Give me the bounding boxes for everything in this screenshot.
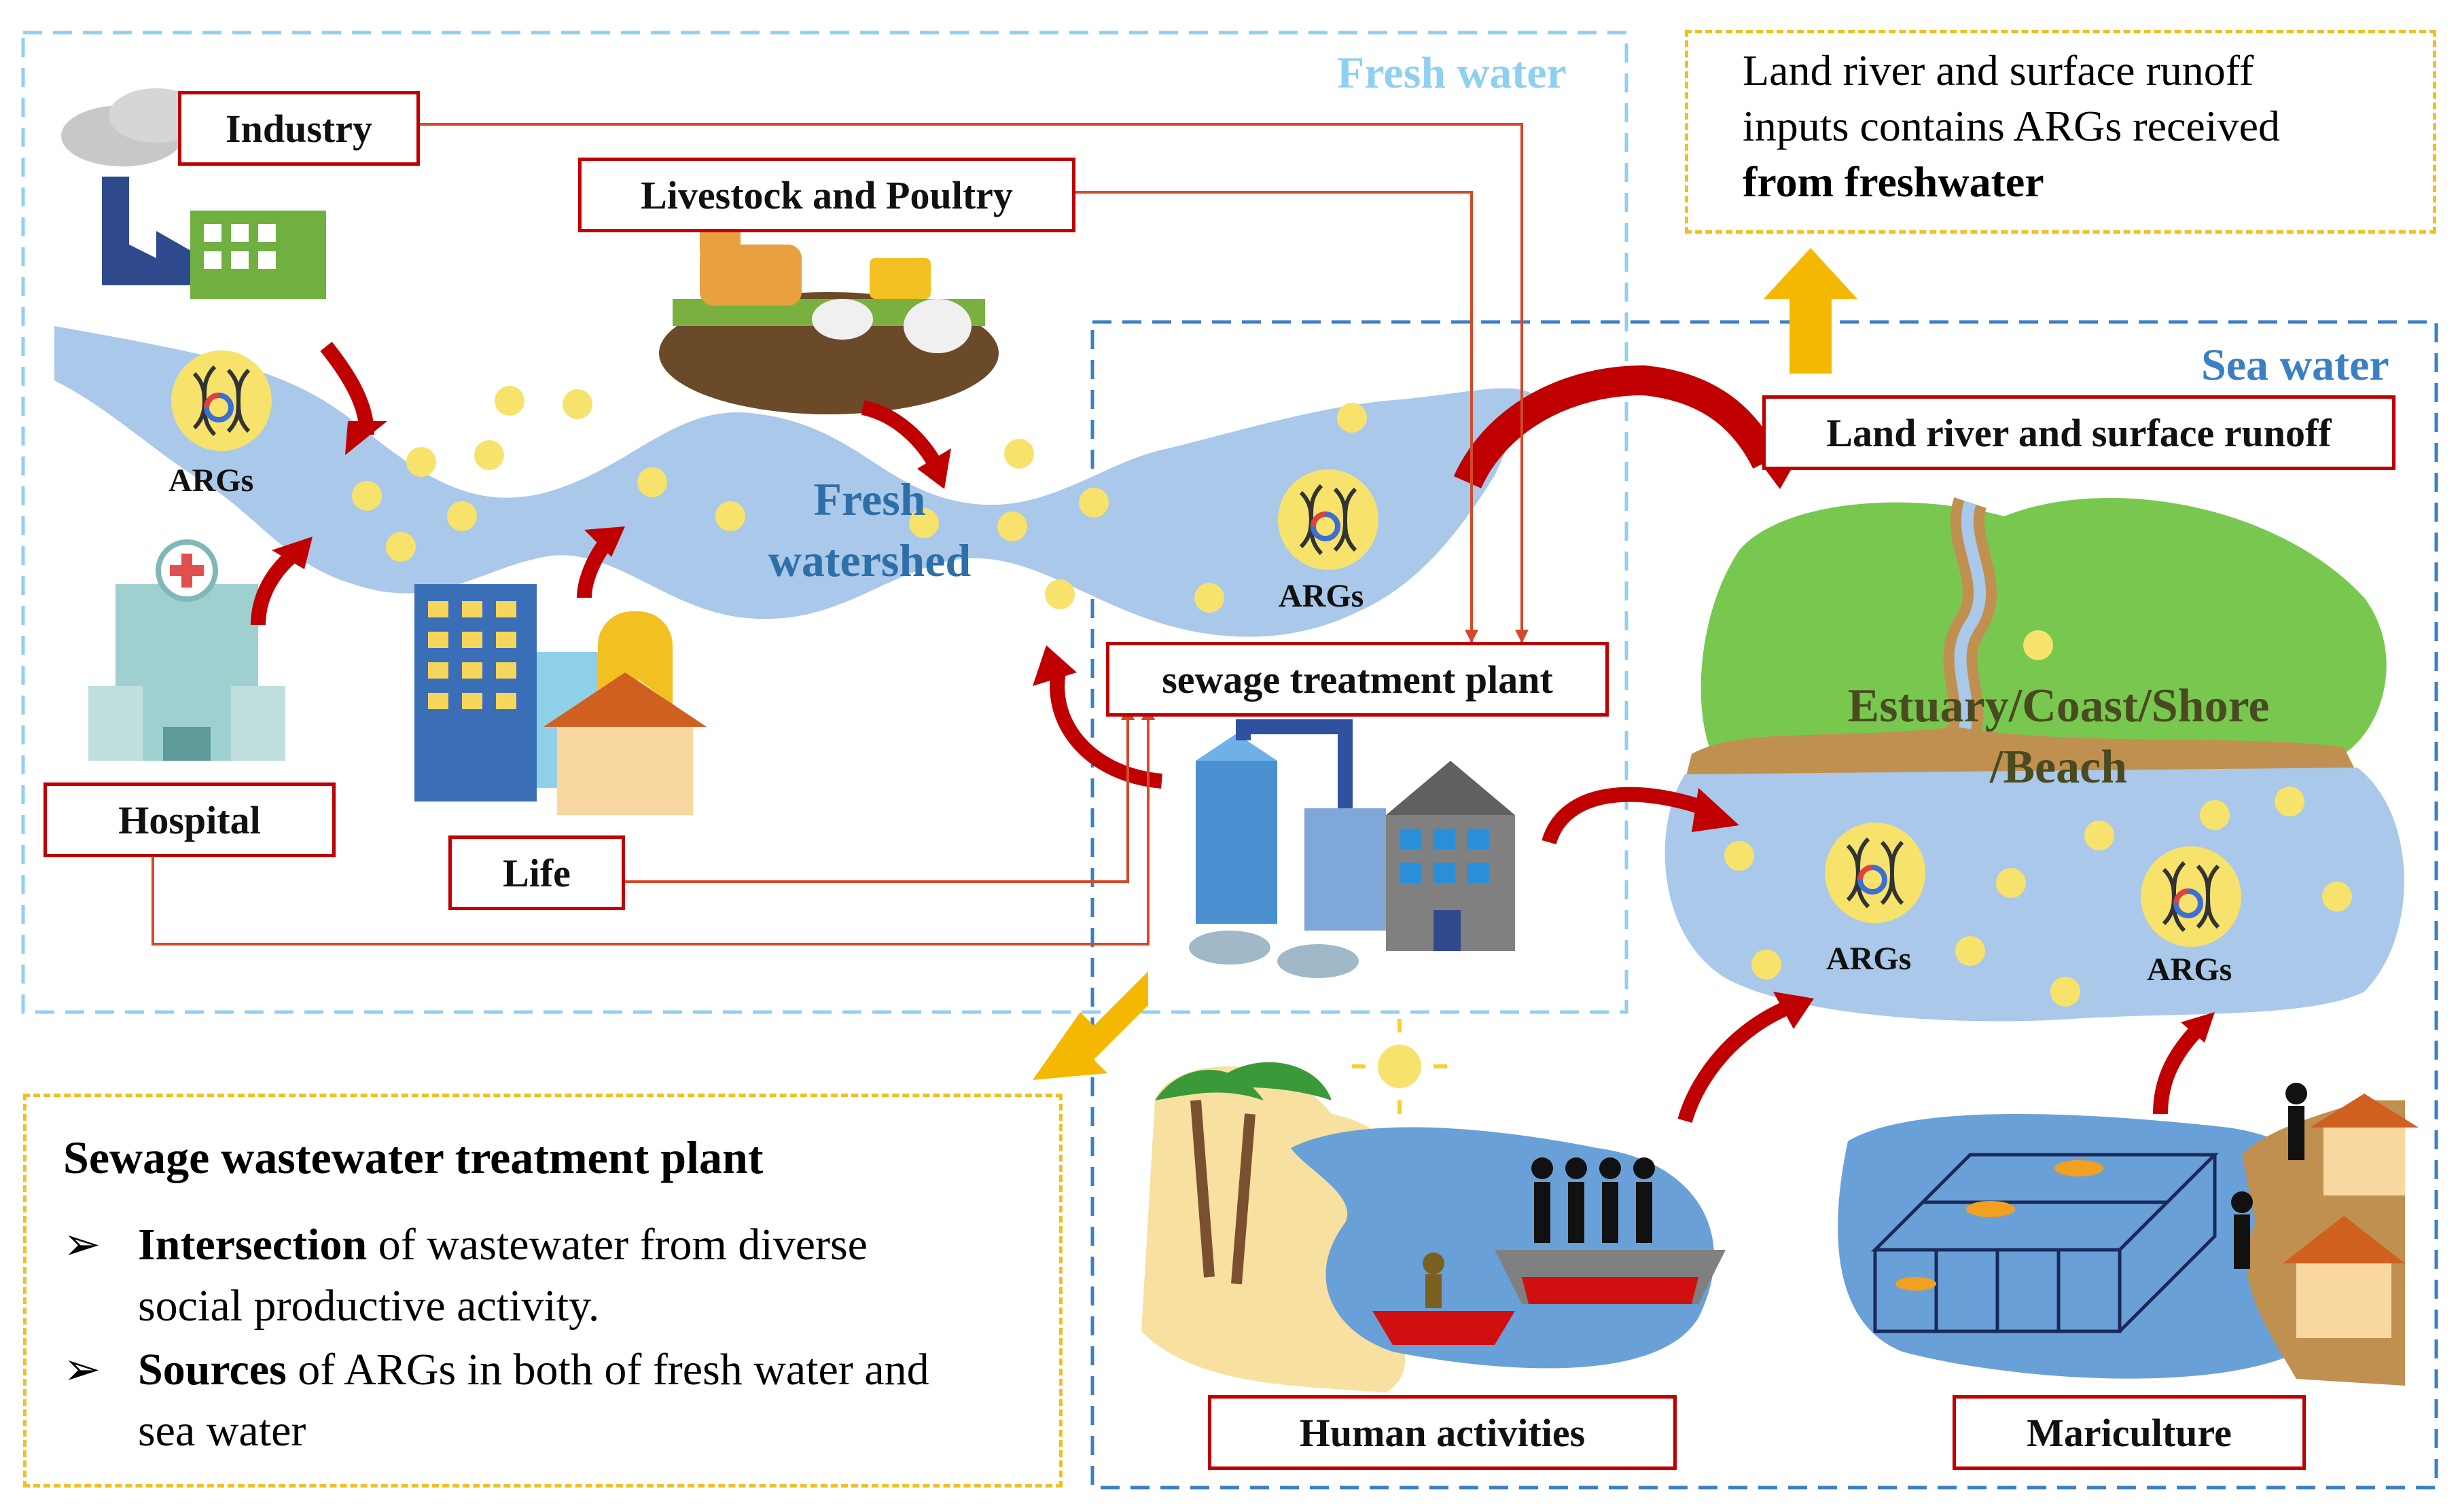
farm-icon: [659, 224, 999, 414]
sea-water-title: Sea water: [2201, 340, 2389, 390]
args-label-river: ARGs: [1279, 578, 1364, 614]
fish-farm-icon: [1870, 1153, 2220, 1333]
fresh-river-shape: [54, 326, 1533, 637]
sun-icon: [1352, 1019, 1447, 1114]
human-activities-label: Human activities: [1208, 1395, 1677, 1470]
life-label: Life: [448, 835, 625, 910]
buildings-icon: [414, 584, 707, 815]
estuary-line-2: /Beach: [1989, 741, 2128, 793]
bullet-2-bold: Sources: [138, 1345, 287, 1394]
runoff-note: Land river and surface runoff inputs con…: [1685, 30, 2436, 234]
bullet-marker: ➢: [63, 1345, 101, 1394]
args-label-sea-1: ARGs: [1826, 941, 1912, 977]
sewage-note-bullet-2: ➢ Sources of ARGs in both of fresh water…: [63, 1339, 1032, 1462]
dna-icon: [171, 350, 272, 451]
runoff-note-line-2: inputs contains ARGs received: [1743, 102, 2280, 150]
sewage-note-title: Sewage wastewater treatment plant: [63, 1132, 764, 1183]
watershed-word: watershed: [768, 535, 972, 586]
runoff-note-line-3: from freshwater: [1743, 158, 2044, 206]
hospital-label: Hospital: [43, 782, 336, 857]
dna-icon: [2141, 846, 2241, 947]
bullet-2-text: of ARGs in both of fresh water and: [286, 1345, 929, 1394]
industry-label: Industry: [178, 91, 420, 166]
args-label-sea-2: ARGs: [2147, 952, 2232, 988]
dna-icon: [1278, 469, 1378, 570]
bullet-1-text: of wastewater from diverse: [367, 1220, 868, 1270]
sewage-note: Sewage wastewater treatment plant ➢ Inte…: [23, 1094, 1063, 1488]
runoff-note-line-1: Land river and surface runoff: [1743, 46, 2254, 94]
bullet-1-bold: Intersection: [138, 1220, 368, 1270]
livestock-label: Livestock and Poultry: [578, 158, 1075, 232]
fresh-water-title: Fresh water: [1337, 48, 1567, 98]
estuary-line-1: Estuary/Coast/Shore: [1847, 680, 2270, 732]
mariculture-label: Mariculture: [1953, 1395, 2306, 1470]
river-particles: [352, 386, 1367, 613]
bullet-2-cont: sea water: [138, 1406, 306, 1456]
bullet-1-cont: social productive activity.: [138, 1281, 600, 1331]
land-river-label: Land river and surface runoff: [1762, 395, 2395, 470]
highlight-arrows: [1033, 248, 1857, 1080]
fresh-word: Fresh: [813, 473, 926, 525]
sea-water-region-border: [1090, 320, 2438, 1490]
boat-icon: [1372, 1157, 1726, 1345]
sewage-note-bullet-1: ➢ Intersection of wastewater from divers…: [63, 1214, 1032, 1337]
args-label-fresh: ARGs: [168, 463, 254, 499]
bullet-marker: ➢: [63, 1220, 101, 1270]
hospital-icon: [88, 539, 285, 761]
dna-icon: [1825, 823, 1925, 923]
coast-land-shape: [1700, 498, 2387, 754]
sewage-plant-label: sewage treatment plant: [1106, 642, 1609, 717]
fresh-water-region-border: [21, 31, 1628, 1014]
treatment-plant-icon: [1189, 719, 1515, 978]
